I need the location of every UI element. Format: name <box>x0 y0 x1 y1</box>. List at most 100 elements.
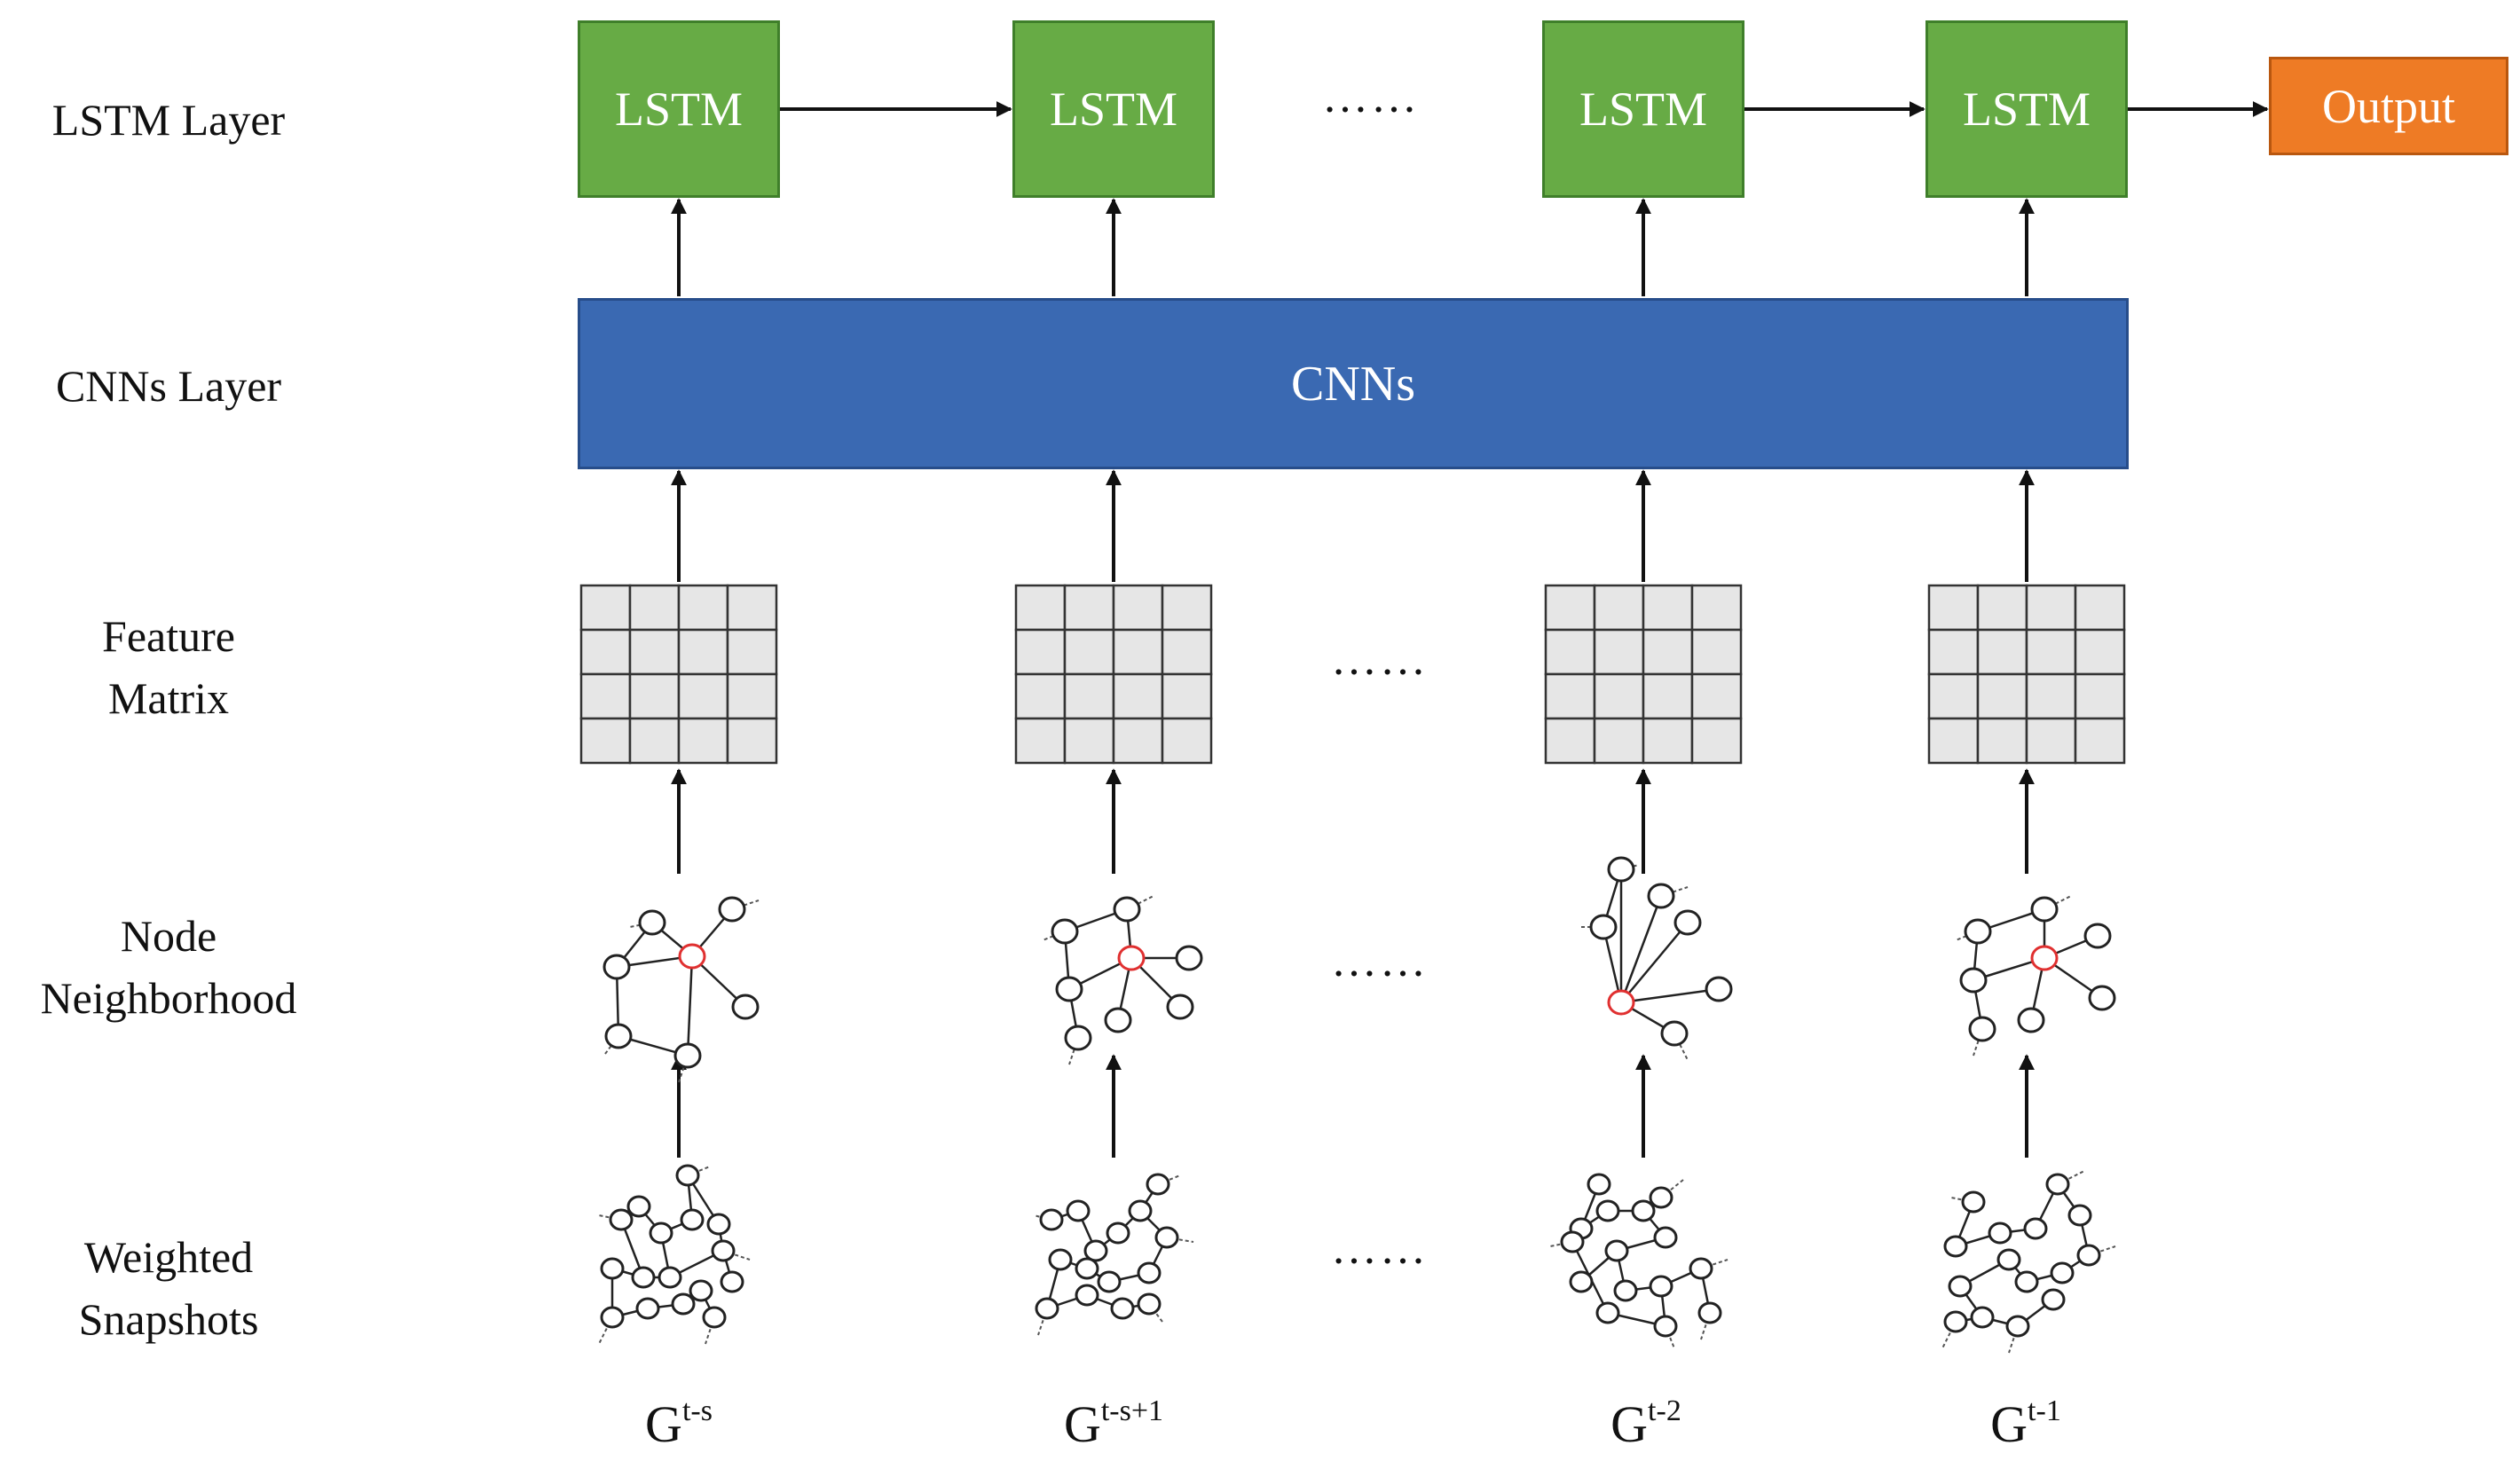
graph-node <box>1970 1306 1995 1329</box>
matrix-cell <box>628 584 681 632</box>
matrix-cell <box>1976 672 2028 720</box>
row-label-weighted-snapshots: Weighted Snapshots <box>0 1226 337 1350</box>
matrix-cell <box>677 628 729 676</box>
graph-node <box>1066 1199 1091 1222</box>
graph-edge <box>1619 895 1663 1003</box>
graph-node <box>1175 945 1203 971</box>
matrix-cell <box>579 672 632 720</box>
graph-dangling-edge <box>722 1250 751 1261</box>
matrix-cell <box>726 584 778 632</box>
matrix-cell <box>1976 717 2028 765</box>
row-label-node-line2: Neighborhood <box>40 973 297 1023</box>
graph-node <box>1968 1016 1996 1042</box>
matrix-cell <box>579 717 632 765</box>
graph-edge <box>1620 987 1720 1004</box>
graph-node <box>2076 1244 2101 1267</box>
graph-node <box>635 1297 660 1320</box>
matrix-cell <box>2025 628 2077 676</box>
matrix-cell <box>726 717 778 765</box>
graph-node <box>2005 1315 2030 1338</box>
graph-node <box>1137 1292 1162 1316</box>
graph-dangling-edge <box>1955 931 1979 941</box>
matrix-cell <box>726 672 778 720</box>
graph-node <box>1097 1270 1122 1293</box>
matrix-cell <box>628 717 681 765</box>
graph-node <box>675 1164 700 1187</box>
matrix-cell <box>1544 584 1596 632</box>
matrix-cell <box>1544 628 1596 676</box>
matrix-cell <box>1161 628 1213 676</box>
matrix-cell <box>1014 584 1067 632</box>
graph-dangling-edge <box>1973 1028 1983 1057</box>
matrix-cell <box>2074 672 2126 720</box>
matrix-cell <box>677 584 729 632</box>
graph-node <box>680 1208 705 1231</box>
graph-dangling-edge <box>1660 886 1689 897</box>
graph-node <box>1051 918 1079 945</box>
matrix-cell <box>628 672 681 720</box>
graph-node <box>1587 1173 1611 1196</box>
graph-node <box>706 1213 731 1236</box>
graph-dangling-edge <box>1166 1237 1194 1243</box>
row-label-cnns-layer: CNNs Layer <box>55 361 282 411</box>
matrix-cell <box>579 628 632 676</box>
snapshot-label-2: Gt-s+1 <box>1007 1394 1220 1454</box>
graph-node <box>600 1257 625 1280</box>
graph-node <box>1569 1270 1594 1293</box>
snapshot-graph-2 <box>1033 1173 1194 1336</box>
graph-edge <box>1620 922 1689 1003</box>
node-neighborhoods <box>602 856 2116 1083</box>
graph-dangling-edge <box>1042 931 1066 941</box>
graph-node <box>720 1270 744 1293</box>
graph-dangling-edge <box>1037 1308 1048 1336</box>
matrix-cell <box>2074 717 2126 765</box>
matrix-cell <box>1112 717 1164 765</box>
graph-dangling-edge <box>2057 1170 2085 1185</box>
matrix-cell <box>1544 672 1596 720</box>
snapshot-label-base: G <box>645 1395 682 1453</box>
snapshot-graph-3 <box>1549 1173 1729 1349</box>
matrix-cell <box>1063 717 1115 765</box>
graph-node <box>2030 896 2059 923</box>
graph-node <box>631 1266 656 1289</box>
lstm-cell-1: LSTM <box>578 20 780 198</box>
graph-node <box>658 1266 682 1289</box>
arrow-layer <box>671 101 2269 1158</box>
graph-node <box>1607 856 1635 883</box>
graph-node <box>1595 1301 1620 1324</box>
graph-dangling-edge <box>705 1316 715 1345</box>
weighted-snapshot-graphs <box>598 1164 2116 1354</box>
graph-node <box>649 1222 673 1245</box>
center-node <box>1607 989 1635 1016</box>
matrix-cell <box>1014 717 1067 765</box>
graph-node <box>1649 1275 1673 1298</box>
graph-dangling-edge <box>731 899 760 910</box>
snapshot-label-base: G <box>1990 1395 2028 1453</box>
row-label-weighted-line2: Snapshots <box>78 1294 259 1344</box>
output-box: Output <box>2269 57 2508 155</box>
matrix-cell <box>2025 717 2077 765</box>
feature-matrix-3 <box>1544 584 1743 765</box>
snapshot-label-sup: t-1 <box>2028 1394 2061 1427</box>
graph-node <box>638 909 666 936</box>
matrix-cell <box>1161 672 1213 720</box>
graph-dangling-edge <box>1941 1321 1957 1349</box>
graph-node <box>1075 1257 1099 1280</box>
graph-node <box>1166 994 1194 1020</box>
graph-node <box>711 1239 736 1262</box>
graph-node <box>600 1306 625 1329</box>
graph-dangling-edge <box>1126 895 1154 910</box>
row-label-feature-matrix: Feature Matrix <box>0 605 337 729</box>
graph-node <box>2041 1288 2066 1311</box>
graph-node <box>702 1306 727 1329</box>
graph-node <box>2088 985 2116 1011</box>
matrix-cell <box>677 672 729 720</box>
graph-node <box>1154 1226 1179 1249</box>
graph-node <box>1961 1190 1986 1214</box>
graph-node <box>1039 1208 1064 1231</box>
matrix-cell <box>1642 628 1694 676</box>
snapshot-label-base: G <box>1063 1395 1101 1453</box>
matrix-cell <box>1642 584 1694 632</box>
matrix-cell <box>1014 628 1067 676</box>
graph-node <box>1048 1248 1073 1271</box>
